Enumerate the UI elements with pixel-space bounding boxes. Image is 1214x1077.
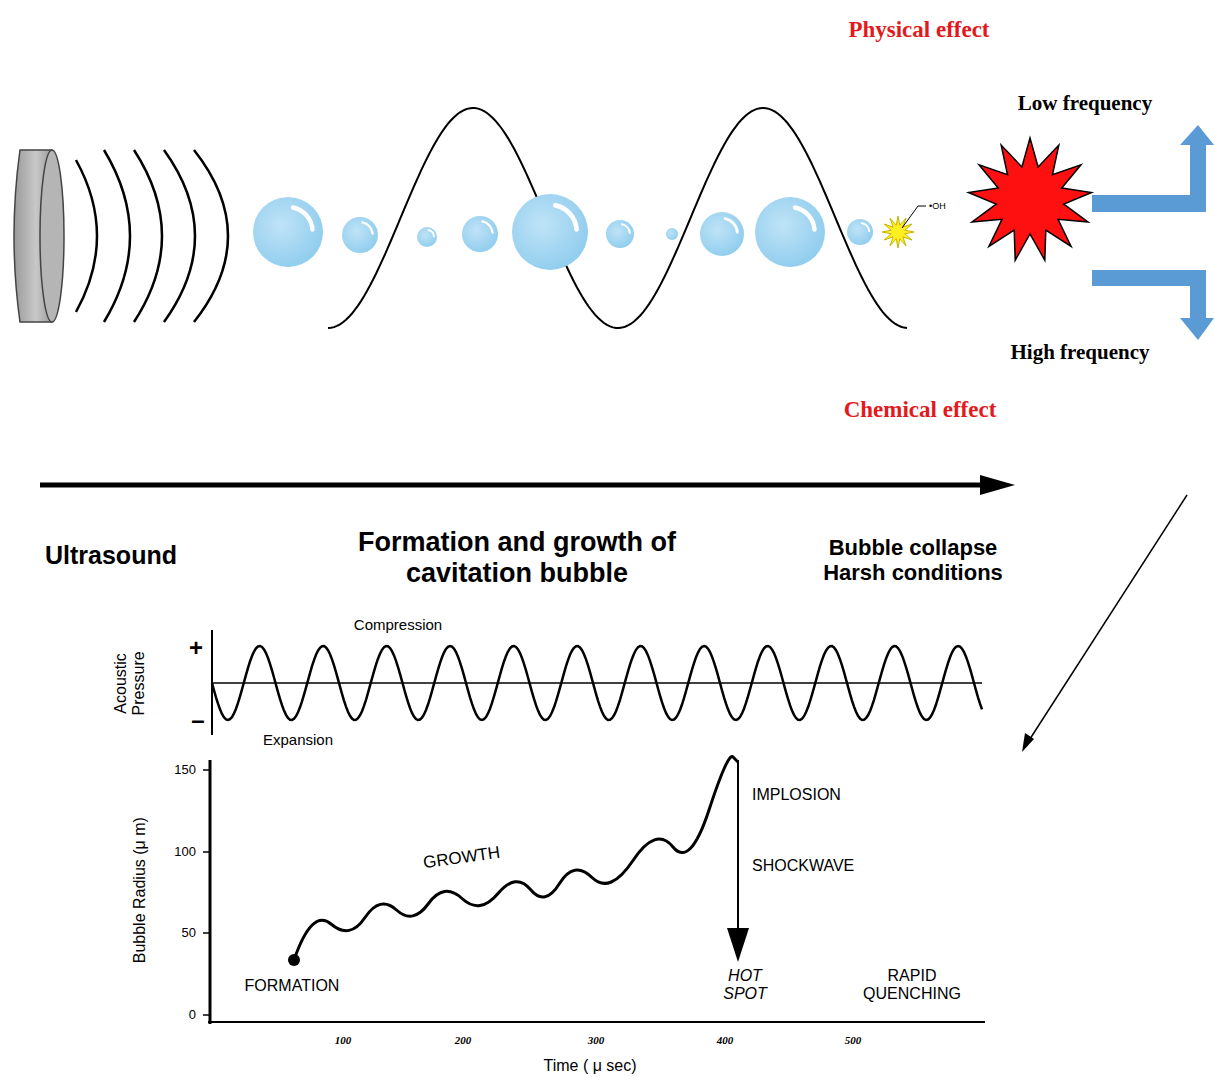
bubbles [253,194,873,270]
bubble-highlight [795,208,815,230]
tick-label: 300 [588,1034,605,1047]
frequency-label: Low frequency [1018,91,1152,115]
bubble-highlight [293,208,313,230]
axis-title: Bubble Radius (μ m) [131,817,149,963]
bubble-highlight [363,222,373,233]
bubble [847,219,873,245]
effect-label: Physical effect [848,17,989,43]
phase-label: Compression [354,616,442,633]
tick-label: 150 [174,763,196,778]
acoustic-wave [212,646,982,720]
tick-label: 0 [189,1008,196,1023]
curve-label: IMPLOSION [752,786,841,804]
stage-label: Ultrasound [45,541,177,570]
bubble-highlight [428,230,434,236]
formation-dot [288,954,300,966]
radical-label: •OH [929,201,946,211]
pointer-line [1028,495,1187,742]
tick-label: 200 [455,1034,472,1047]
blue-arrows [1092,125,1214,340]
bubble-highlight [483,221,493,232]
curve-label: HOT SPOT [715,967,775,1004]
frequency-label: High frequency [1011,340,1150,364]
bubble [666,228,678,240]
curve-label: GROWTH [422,843,501,873]
pressure-wave [328,108,907,328]
sound-waves [76,150,228,322]
effect-label: Chemical effect [844,397,997,423]
transducer [14,150,64,322]
stage-label: Bubble collapse Harsh conditions [803,535,1023,586]
tick-label: 400 [717,1034,734,1047]
radius-curve [294,757,738,960]
bubble [700,212,744,256]
stage-label: Formation and growth of cavitation bubbl… [345,527,690,589]
phase-label: Expansion [263,731,333,748]
collapse-star [969,138,1092,260]
bubble-highlight [555,205,576,229]
bubble [342,217,378,253]
curve-label: RAPID QUENCHING [857,967,967,1004]
leader-line [902,206,918,228]
axis [209,760,212,1024]
tick-label: 50 [182,926,196,941]
arrow-head [1022,733,1034,752]
arrow-head [980,475,1015,495]
bubble [462,216,498,252]
bubble [253,197,323,267]
bubble [417,227,437,247]
bubble-highlight [622,224,630,233]
bubble [512,194,588,270]
process-arrow [40,483,985,488]
sign-label: + [189,634,203,662]
bubble-highlight [725,219,737,233]
sign-label: – [191,706,204,734]
tick-label: 100 [174,845,196,860]
bubble-highlight [862,223,869,231]
axis-title: Acoustic Pressure [112,643,149,723]
curve-label: SHOCKWAVE [752,857,854,875]
axis [208,1021,985,1023]
curve-label: FORMATION [245,977,340,995]
bubble [606,220,634,248]
leader-line [918,206,926,207]
arrow-head [727,928,749,962]
axis-title: Time ( μ sec) [544,1057,637,1075]
collapse-line [737,760,739,930]
tick-label: 100 [335,1034,352,1047]
ticks [203,770,210,1015]
radical-star [882,216,914,248]
axis [212,682,982,684]
bubble [755,197,825,267]
tick-label: 500 [845,1034,862,1047]
